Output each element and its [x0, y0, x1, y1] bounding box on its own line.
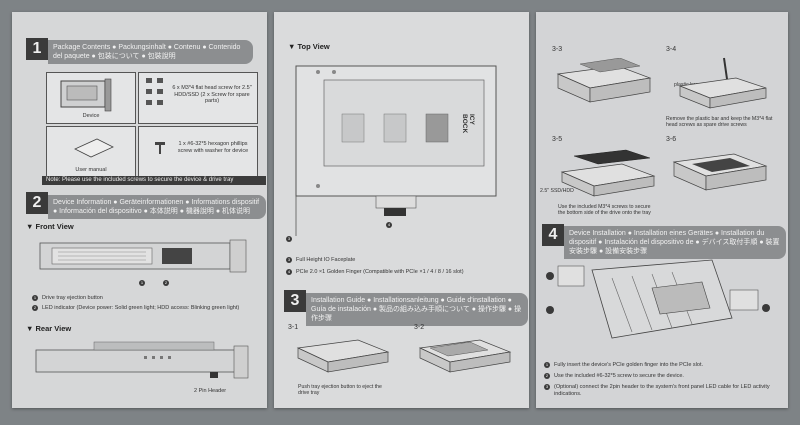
manual-box: User manual [46, 126, 136, 178]
step-3-4-text: Remove the plastic bar and keep the M3*4… [666, 116, 773, 129]
rear-view-heading: ▼ Rear View [26, 324, 72, 333]
step-3-1-label: 3-1 [288, 324, 299, 331]
rear-header-label: 2 Pin Header [194, 388, 227, 394]
item-3-marker: 3 [286, 257, 292, 263]
step-3-5-text: Use the included M3*4 screws to secure t… [558, 204, 651, 217]
section-2-title: Device Information ● Geräteinformationen… [48, 195, 266, 219]
install-step-1-text: Fully insert the device's PCIe golden fi… [554, 362, 704, 368]
front-view-heading: ▼ Front View [26, 222, 74, 231]
front-callout-2: 2 [163, 280, 169, 286]
step-3-1-text: Push tray ejection button to eject the d… [298, 384, 382, 397]
item-1-text: Drive tray ejection button [42, 295, 103, 301]
item-1-marker: 1 [32, 295, 38, 301]
manual-panel-middle: ▼ Top View ICY BOCK 3 4 3 Full Height IO… [274, 12, 529, 408]
item-2-marker: 2 [32, 305, 38, 311]
step-3-6-drawing [672, 153, 768, 191]
front-callout-1: 1 [139, 280, 145, 286]
manual-icon [74, 138, 114, 158]
hdd-label: 2.5" SSD/HDD [540, 188, 574, 194]
hex-screw-box: 1 x #6-32*5 hexagon phillips screw with … [138, 126, 258, 178]
section-4-title: Device Installation ● Installation eines… [564, 226, 786, 259]
device-label: Device [82, 113, 100, 119]
step-3-1-drawing [296, 339, 390, 373]
top-callout-3: 3 [286, 236, 292, 242]
device-installation-drawing [546, 259, 770, 339]
screws-box: 6 x M3*4 flat head screw for 2.5" HDD/SS… [138, 72, 258, 124]
item-2-text: LED indicator (Device power: Solid green… [42, 305, 240, 311]
section-1-title: Package Contents ● Packungsinhalt ● Cont… [48, 40, 253, 64]
device-illustration [60, 78, 112, 112]
section-3-number: 3 [284, 290, 306, 312]
section-3-title: Installation Guide ● Installationsanleit… [306, 293, 528, 326]
install-step-3-text: (Optional) connect the 2pin header to th… [554, 384, 770, 397]
section-2-number: 2 [26, 192, 48, 214]
rear-view-drawing [35, 341, 249, 379]
screws-icon [146, 78, 163, 105]
hex-screw-icon [155, 142, 165, 154]
manual-label: User manual [75, 167, 107, 173]
front-view-drawing [39, 239, 247, 273]
item-4-marker: 4 [286, 269, 292, 275]
step-3-5-label: 3-5 [552, 136, 563, 143]
step-3-2-label: 3-2 [414, 324, 425, 331]
step-3-6-label: 3-6 [666, 136, 677, 143]
step-3-2-drawing [418, 339, 512, 373]
screws-text: 6 x M3*4 flat head screw for 2.5" HDD/SS… [172, 85, 252, 104]
hex-screw-text: 1 x #6-32*5 hexagon phillips screw with … [177, 141, 249, 154]
step-3-5-drawing [560, 149, 656, 197]
install-step-2-text: Use the included #6-32*5 screw to secure… [554, 373, 684, 379]
step-3-4-drawing [678, 57, 767, 109]
item-4-text: PCIe 2.0 ×1 Golden Finger (Compatible wi… [296, 269, 464, 275]
device-box: Device [46, 72, 136, 124]
top-view-drawing [295, 65, 497, 236]
screw-note: Note: Please use the included screws to … [42, 176, 266, 185]
top-view-heading: ▼ Top View [288, 42, 330, 51]
manual-panel-right: 3-3 3-4 plastic bar Remove the plastic b… [536, 12, 788, 408]
install-step-2-marker: 2 [544, 373, 550, 379]
install-step-1-marker: 1 [544, 362, 550, 368]
manual-panel-left: 1 Package Contents ● Packungsinhalt ● Co… [12, 12, 267, 408]
section-4-number: 4 [542, 224, 564, 246]
brand-logo: ICY BOCK [461, 114, 476, 134]
step-3-4-label: 3-4 [666, 46, 677, 53]
step-3-3-drawing [556, 58, 652, 103]
item-3-text: Full Height IO Faceplate [296, 257, 356, 263]
install-step-3-marker: 3 [544, 384, 550, 390]
top-callout-4: 4 [386, 222, 392, 228]
step-3-3-label: 3-3 [552, 46, 563, 53]
section-1-number: 1 [26, 38, 48, 60]
